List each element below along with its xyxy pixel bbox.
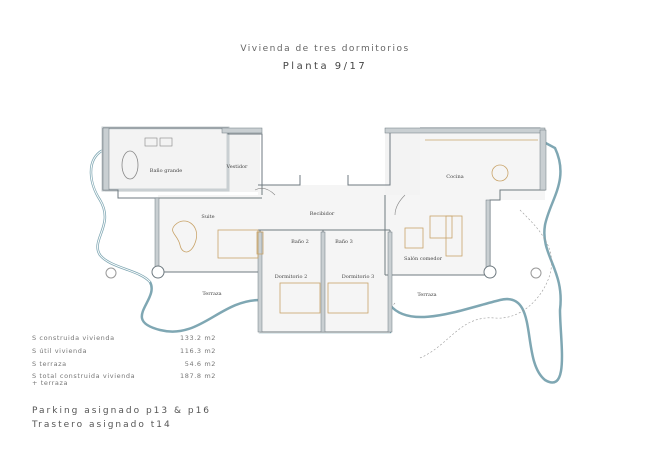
bathtub [121, 150, 139, 180]
area-value: 54.6 m2 [184, 360, 216, 368]
area-row: S útil vivienda 116.3 m2 [32, 347, 216, 355]
room-label-recibidor: Recibidor [310, 211, 335, 217]
plan-subtitle: Planta 9/17 [282, 61, 368, 72]
area-value: 116.3 m2 [180, 347, 216, 355]
area-value: 187.8 m2 [180, 372, 216, 380]
area-label: S útil vivienda [32, 347, 88, 355]
area-row: S total construida vivienda+ terraza 187.… [32, 373, 216, 387]
room-label-bano-3: Baño 3 [335, 238, 353, 245]
room-label-terraza-right: Terraza [417, 292, 436, 298]
column [483, 265, 497, 279]
area-row: S terraza 54.6 m2 [32, 360, 216, 368]
area-label: S terraza [32, 360, 67, 368]
area-label-continued: + terraza [32, 379, 69, 387]
area-label: S total construida vivienda [32, 372, 136, 380]
room-label-suite: Suite [201, 214, 214, 220]
room-label-dormitorio-3: Dormitorio 3 [342, 274, 375, 280]
room-label-vestidor: Vestidor [226, 164, 248, 170]
furniture [172, 139, 538, 314]
room-label-bano-2: Baño 2 [291, 238, 309, 245]
column [151, 265, 165, 279]
room-label-terraza-left: Terraza [202, 291, 221, 297]
parking-assigned: Parking asignado p13 & p16 [32, 406, 212, 416]
area-row: S construida vivienda 133.2 m2 [32, 334, 216, 342]
room-label-cocina: Cocina [446, 174, 463, 180]
plan-title: Vivienda de tres dormitorios [240, 44, 410, 54]
room-label-dormitorio-2: Dormitorio 2 [275, 274, 308, 280]
room-label-salon: Salón comedor [404, 255, 443, 262]
area-value: 133.2 m2 [180, 334, 216, 342]
storage-assigned: Trastero asignado t14 [32, 420, 172, 430]
area-label: S construida vivienda [32, 334, 115, 342]
room-label-bano-grande: Baño grande [150, 167, 182, 174]
